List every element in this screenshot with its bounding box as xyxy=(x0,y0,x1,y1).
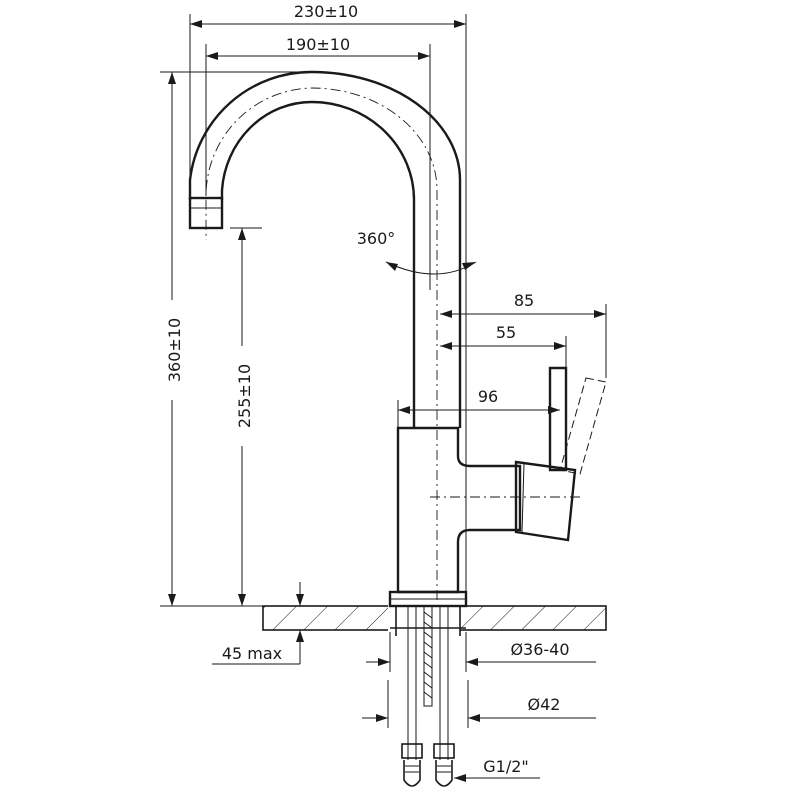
dim-total-height: 360±10 xyxy=(160,71,312,607)
dim-rotation: 360° xyxy=(357,229,477,275)
label-body-depth: 96 xyxy=(478,387,498,406)
supply-hoses xyxy=(390,605,466,787)
dim-base-diameter: Ø42 xyxy=(362,680,596,728)
label-outlet-height: 255±10 xyxy=(235,364,254,428)
label-total-height: 360±10 xyxy=(165,318,184,382)
mixer-lever xyxy=(514,366,607,542)
dim-connection-thread: G1/2" xyxy=(454,757,540,782)
dim-overall-reach: 230±10 xyxy=(189,2,467,592)
dim-counter-thickness: 45 max xyxy=(212,582,304,665)
label-lever-offset: 55 xyxy=(496,323,516,342)
dim-outlet-height: 255±10 xyxy=(230,227,262,606)
label-base-diameter: Ø42 xyxy=(528,695,561,714)
label-lever-reach: 85 xyxy=(514,291,534,310)
label-overall-reach: 230±10 xyxy=(294,2,358,21)
label-connection-thread: G1/2" xyxy=(483,757,529,776)
faucet-body xyxy=(388,426,580,608)
faucet-spout xyxy=(188,70,462,600)
dim-hole-diameter: Ø36-40 xyxy=(366,632,596,672)
label-rotation: 360° xyxy=(357,229,396,248)
dim-body-depth: 96 xyxy=(397,387,560,428)
dim-lever-reach: 85 xyxy=(440,291,607,378)
label-spout-reach: 190±10 xyxy=(286,35,350,54)
label-counter-thickness: 45 max xyxy=(222,644,282,663)
dim-spout-reach: 190±10 xyxy=(205,35,431,290)
dim-lever-offset: 55 xyxy=(440,323,567,368)
label-hole-diameter: Ø36-40 xyxy=(510,640,569,659)
